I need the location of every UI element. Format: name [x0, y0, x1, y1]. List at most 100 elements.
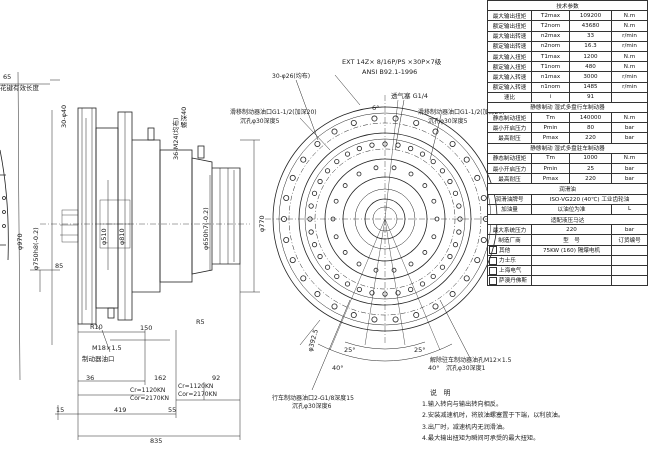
bolt-hole	[392, 115, 399, 122]
dim-phi970: φ970	[16, 233, 24, 250]
bolt-hole	[457, 216, 463, 222]
label-bottom-port: 行车制动器油口2-G1/8深度15	[272, 394, 354, 402]
bolt-hole	[422, 250, 428, 255]
dim-15: 15	[56, 406, 64, 414]
bolt-hole	[447, 178, 453, 185]
lube-row-grade: 润滑油牌号 ISO-VG220 (40℃) 工业齿轮油	[487, 193, 649, 205]
label-parking-release: 解除驻车制动器油孔M12×1.5	[430, 356, 512, 364]
bolt-hole	[289, 257, 296, 264]
bolt-hole	[463, 275, 470, 282]
dim-phi810: φ810	[118, 228, 126, 245]
bolt-hole	[456, 229, 462, 235]
bolt-hole	[432, 128, 439, 135]
bolt-hole	[344, 281, 351, 287]
note-item-4: 4.最大输出扭矩为瞬间可承受的最大扭矩。	[422, 434, 540, 442]
bolt-hole	[356, 261, 362, 267]
bolt-hole	[474, 174, 481, 181]
dim-r10: R10	[90, 323, 103, 331]
bolt-hole-rings	[280, 115, 489, 323]
dim-85: 85	[55, 262, 63, 270]
label-cor-2: Cor=2170KN	[178, 391, 217, 398]
bolt-hole	[333, 198, 339, 204]
bolt-hole	[408, 171, 414, 177]
checkbox-icon	[489, 276, 497, 285]
bolt-hole	[434, 216, 440, 222]
bolt-hole	[333, 234, 339, 240]
bolt-hole	[373, 165, 379, 171]
front-view	[265, 95, 505, 362]
label-brake-release-left-2: 沉孔φ30深度5	[240, 117, 280, 125]
bolt-hole	[456, 203, 462, 209]
angle-40-left: 40°	[332, 364, 344, 372]
bolt-hole	[283, 195, 290, 202]
bolt-hole	[314, 140, 321, 147]
dim-phi650: φ650h7(-0.2)	[202, 207, 210, 250]
bolt-hole	[300, 156, 307, 163]
bolt-hole	[408, 286, 414, 293]
label-30-phi26: 30-φ26(均布)	[272, 72, 310, 80]
dim-phi770: φ770	[258, 215, 266, 232]
dim-phi510: φ510	[100, 228, 108, 245]
bolt-hole	[413, 119, 420, 126]
bolt-hole	[447, 253, 453, 260]
motor-pressure-row: 最大系统压力 220 bar	[487, 224, 649, 236]
dim-65: 65	[3, 73, 11, 81]
note-item-3: 3.出厂时，减速机内无润滑油。	[422, 423, 509, 431]
dim-162: 162	[154, 374, 166, 382]
label-cor-1: Cor=2170KN	[130, 395, 169, 402]
bolt-hole	[356, 171, 362, 177]
bolt-hole	[334, 273, 340, 280]
bolt-hole	[452, 242, 459, 248]
bolt-hole	[480, 195, 487, 202]
dim-phi750: φ750h8(-0.2)	[32, 227, 40, 270]
bolt-hole	[317, 253, 323, 260]
bolt-hole	[432, 303, 439, 310]
maker-row-1: 力士乐	[487, 254, 649, 266]
angle-25-left: 25°	[344, 346, 356, 354]
bolt-hole	[413, 312, 420, 319]
maker-row-2: 上海电气	[487, 264, 649, 277]
bolt-hole	[430, 158, 436, 165]
bolt-hole	[373, 267, 379, 273]
dim-r5: R5	[196, 318, 205, 326]
dim-419: 419	[114, 406, 126, 414]
bolt-hole	[474, 257, 481, 264]
dim-92: 92	[212, 374, 220, 382]
bolt-hole	[369, 290, 375, 296]
label-brake-release-right-2: 沉孔φ30深度5	[428, 117, 468, 125]
dim-30-phi40: 30-φ40	[60, 105, 68, 128]
maker-row-0: 其他 75KW (160) 隔爆电机	[487, 244, 649, 256]
lube-title: 润滑油	[486, 183, 649, 195]
bolt-hole	[324, 168, 331, 174]
label-cr-2: Cr=1120KN	[178, 383, 213, 390]
bolt-hole	[395, 290, 401, 296]
bolt-hole	[371, 115, 378, 122]
checkbox-icon	[489, 266, 497, 275]
bolt-hole	[480, 236, 487, 243]
dim-835: 835	[150, 437, 162, 445]
angle-40-right: 40°	[428, 364, 440, 372]
bolt-hole	[317, 178, 323, 185]
bolt-hole	[382, 141, 388, 147]
bolt-hole	[369, 142, 375, 148]
bolt-hole	[431, 234, 437, 240]
lube-row-amount: 加油量 以油位为准 L	[487, 203, 649, 215]
bolt-hole	[449, 140, 456, 147]
bolt-hole	[308, 203, 314, 209]
dim-phi392: φ392.5	[306, 328, 320, 352]
bolt-hole	[314, 291, 321, 298]
bolt-hole	[324, 264, 331, 270]
notes-block: 说 明 1.输入转向与输出转向相反。 2.安装减速机时，将放油螺塞置于下端，以利…	[422, 388, 648, 444]
bolt-hole	[408, 145, 414, 152]
